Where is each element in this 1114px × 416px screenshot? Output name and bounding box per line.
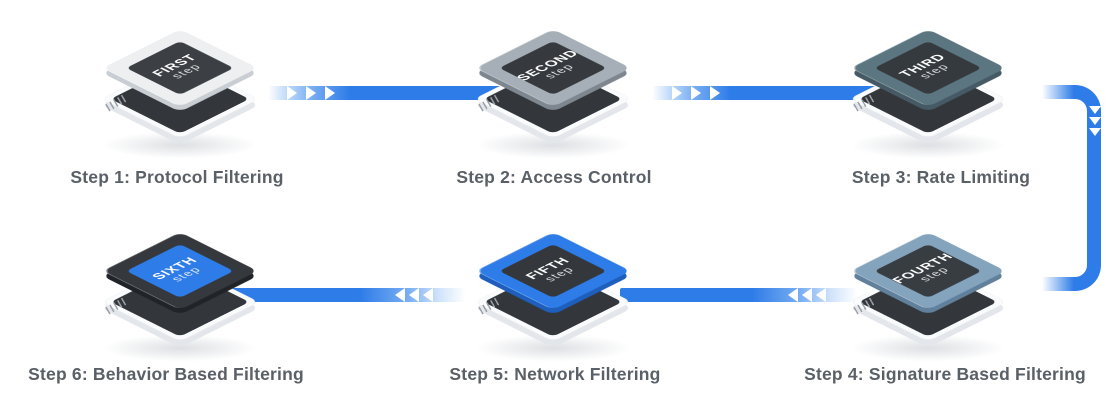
arrow-down-icon [1089, 117, 1101, 125]
step-label-5: Step 5: Network Filtering [449, 364, 661, 384]
arrow-right-icon [325, 86, 335, 100]
chip-icon-step-2: SECOND step [453, 15, 653, 165]
chip-icon-step-3: THIRD step [828, 15, 1028, 165]
flow-connector-step1-step2 [268, 86, 508, 100]
step-label-6: Step 6: Behavior Based Filtering [28, 364, 304, 384]
arrow-right-icon [672, 86, 682, 100]
chip-die: SIXTH step [126, 244, 234, 298]
arrow-left-icon [788, 288, 798, 302]
flow-connector-step3-step4 [1036, 85, 1101, 291]
chip-die: FOURTH step [874, 244, 982, 298]
chip-icon-step-4: FOURTH step [828, 218, 1028, 368]
arrow-right-icon [710, 86, 720, 100]
flow-connector-step2-step3 [652, 86, 882, 100]
flow-connector-step4-step5 [620, 288, 860, 302]
chip-die: FIRST step [126, 41, 234, 95]
arrow-left-icon [423, 288, 433, 302]
chip-die: THIRD step [874, 41, 982, 95]
chip-icon-step-1: FIRST step [80, 15, 280, 165]
arrow-left-icon [802, 288, 812, 302]
arrow-left-icon [816, 288, 826, 302]
connector-fade-mask [1034, 275, 1074, 293]
chip-die: FIFTH step [499, 244, 607, 298]
step-label-2: Step 2: Access Control [456, 167, 652, 187]
arrow-right-icon [306, 86, 316, 100]
step-label-4: Step 4: Signature Based Filtering [804, 364, 1086, 384]
chip-die: SECOND step [499, 41, 607, 95]
flow-connector-step5-step6 [228, 288, 468, 302]
arrow-left-icon [409, 288, 419, 302]
arrow-down-icon [1089, 128, 1101, 136]
connector-fade-mask [1034, 83, 1074, 101]
step-label-1: Step 1: Protocol Filtering [70, 167, 284, 187]
chip-icon-step-6: SIXTH step [80, 218, 280, 368]
arrow-down-icon [1089, 106, 1101, 114]
arrow-left-icon [395, 288, 405, 302]
chip-icon-step-5: FIFTH step [453, 218, 653, 368]
arrow-right-icon [691, 86, 701, 100]
step-label-3: Step 3: Rate Limiting [851, 167, 1031, 187]
arrow-right-icon [287, 86, 297, 100]
